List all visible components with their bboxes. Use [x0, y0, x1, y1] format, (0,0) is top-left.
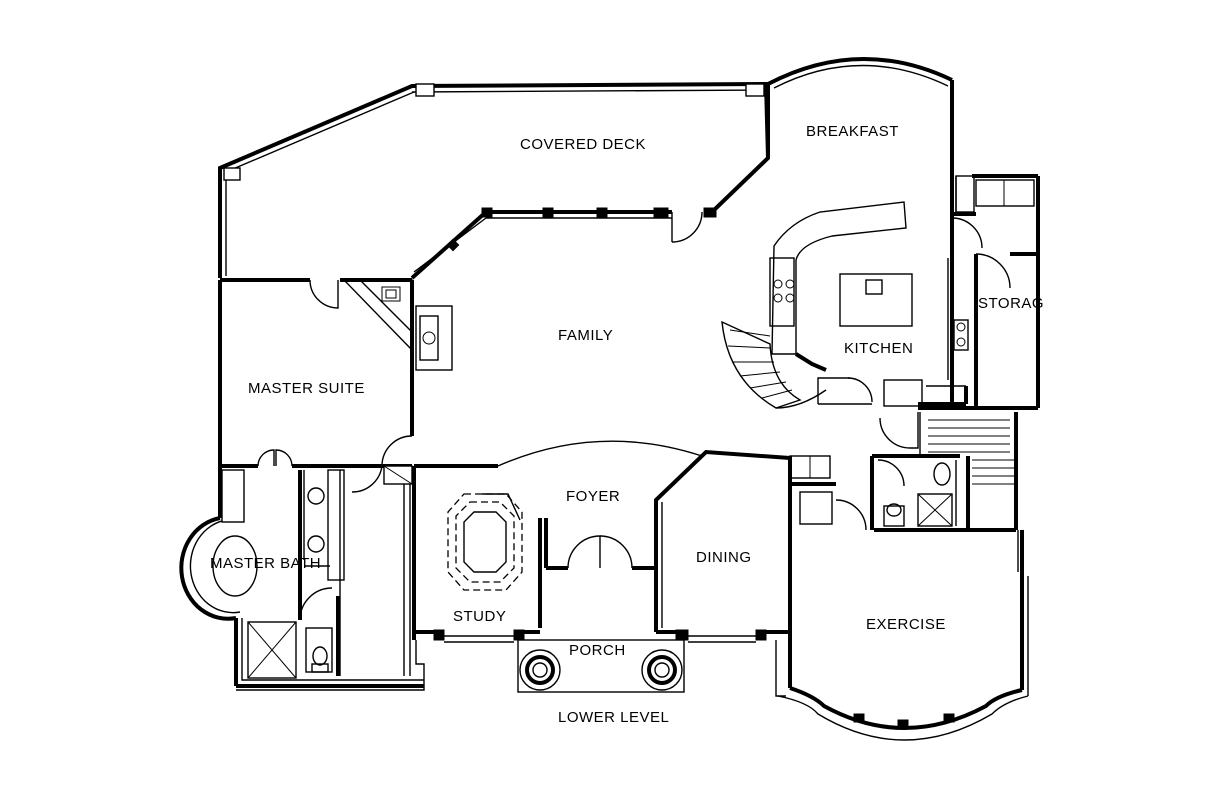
dining-walls — [654, 449, 792, 632]
label-kitchen: KITCHEN — [844, 340, 913, 357]
label-master-suite: MASTER SUITE — [248, 380, 365, 397]
label-covered-deck: COVERED DECK — [520, 136, 646, 153]
label-master-bath: MASTER BATH — [210, 555, 321, 572]
label-porch: PORCH — [569, 642, 626, 659]
covered-deck-outline — [218, 81, 771, 278]
label-foyer: FOYER — [566, 488, 620, 505]
master-bath — [179, 465, 424, 688]
fireplace — [415, 305, 453, 371]
label-exercise: EXERCISE — [866, 616, 946, 633]
master-suite-walls — [218, 278, 414, 518]
plan-caption: LOWER LEVEL — [558, 709, 669, 726]
storage — [951, 174, 1040, 408]
label-dining: DINING — [696, 549, 752, 566]
room-labels: COVERED DECK BREAKFAST FAMILY KITCHEN ST… — [210, 123, 1044, 726]
breakfast-kitchen — [721, 56, 975, 409]
label-storage: STORAG — [978, 295, 1044, 312]
stairs-powder — [789, 406, 1038, 532]
label-breakfast: BREAKFAST — [806, 123, 899, 140]
exercise-room — [775, 530, 1029, 741]
label-family: FAMILY — [558, 327, 613, 344]
label-study: STUDY — [453, 608, 506, 625]
study-foyer-porch — [236, 440, 790, 693]
family-rear-wall — [410, 207, 717, 280]
